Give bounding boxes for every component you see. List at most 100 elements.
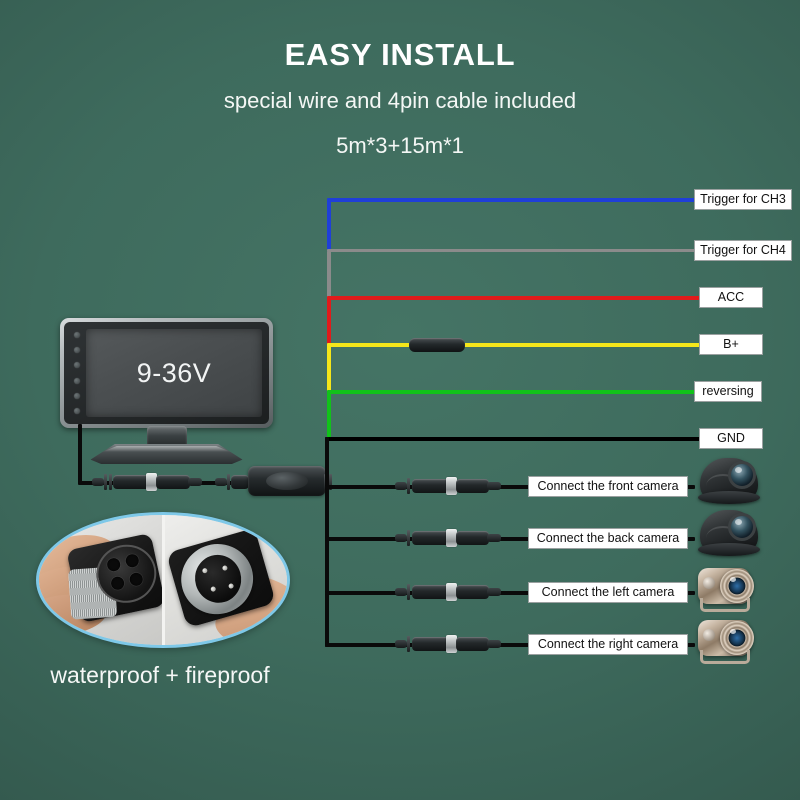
branch-front-line xyxy=(325,485,695,489)
connector-tip-right xyxy=(188,478,202,486)
power-cable-connector-pair xyxy=(92,472,202,492)
camera-left-bracket xyxy=(700,598,750,612)
cable-junction-box xyxy=(248,466,326,496)
branch-front-connector-pair xyxy=(395,476,501,496)
pin-1 xyxy=(201,567,208,574)
feature-caption: waterproof + fireproof xyxy=(50,662,270,688)
monitor-stand-highlight xyxy=(101,446,232,452)
branch-right-connector-pair xyxy=(395,634,501,654)
monitor-stand-base xyxy=(90,444,243,464)
camera-trunk-vertical xyxy=(325,437,329,647)
label-connect-back-camera-text: Connect the back camera xyxy=(536,531,680,546)
camera-right-bracket xyxy=(700,650,750,664)
wire-reversing-vertical xyxy=(327,392,331,440)
connector-rib-a xyxy=(104,474,107,490)
label-acc-text: ACC xyxy=(717,290,745,305)
male-connector-threaded-shell xyxy=(172,535,262,623)
branch-back-tip-right xyxy=(487,534,501,542)
page-title: EASY INSTALL xyxy=(284,37,516,72)
connector-photo-oval xyxy=(36,512,290,648)
monitor-button-source-icon[interactable] xyxy=(74,377,80,384)
connector-barrel-left xyxy=(113,475,151,489)
wire-acc-vertical xyxy=(327,298,331,346)
branch-front-barrel-right xyxy=(456,479,489,493)
branch-left-barrel-left xyxy=(412,585,450,599)
wire-trigger-ch3-horizontal xyxy=(327,198,695,202)
monitor-button-menu-icon[interactable] xyxy=(74,347,80,354)
wire-trigger-ch3-vertical xyxy=(327,200,331,253)
label-connect-left-camera-text: Connect the left camera xyxy=(541,585,675,600)
branch-right-barrel-right xyxy=(456,637,489,651)
subtitle-wire-included: special wire and 4pin cable included xyxy=(223,88,577,113)
camera-left-knob xyxy=(703,577,715,589)
label-trigger-ch3: Trigger for CH3 xyxy=(694,189,792,210)
branch-right-tip-right xyxy=(487,640,501,648)
monitor-button-strip[interactable] xyxy=(71,332,83,414)
subtitle-wire-lengths: 5m*3+15m*1 xyxy=(336,133,464,158)
connector-photo-female xyxy=(39,515,163,645)
label-connect-back-camera: Connect the back camera xyxy=(528,528,688,549)
label-trigger-ch3-text: Trigger for CH3 xyxy=(700,192,786,207)
camera-back-mount-base xyxy=(698,543,760,556)
monitor-button-mode-icon[interactable] xyxy=(74,362,80,369)
monitor-button-power-icon[interactable] xyxy=(74,332,80,338)
junction-inlet-barrel xyxy=(231,475,249,489)
branch-back-barrel-left xyxy=(412,531,450,545)
label-reversing: reversing xyxy=(694,381,762,402)
monitor-screen: 9-36V xyxy=(86,329,262,417)
label-gnd-text: GND xyxy=(717,431,745,446)
socket-hole-2 xyxy=(124,553,140,569)
label-gnd: GND xyxy=(699,428,763,449)
monitor-inner-frame: 9-36V xyxy=(64,322,269,424)
camera-front-mount-base xyxy=(698,491,760,504)
camera-left-lens-icon xyxy=(720,569,754,603)
camera-right-lens-icon xyxy=(720,621,754,655)
monitor-voltage-label: 9-36V xyxy=(136,357,212,388)
branch-left-line xyxy=(325,591,695,595)
branch-left-tip-right xyxy=(487,588,501,596)
branch-left-rib-a xyxy=(407,584,410,600)
monitor-display: 9-36V xyxy=(60,318,273,464)
branch-right-line xyxy=(325,643,695,647)
camera-right-knob xyxy=(703,629,715,641)
monitor-button-down-icon[interactable] xyxy=(74,407,80,414)
branch-back-tip-left xyxy=(395,534,407,542)
label-bplus: B+ xyxy=(699,334,763,355)
branch-front-barrel-left xyxy=(412,479,450,493)
connector-barrel-right xyxy=(156,475,190,489)
branch-left-barrel-right xyxy=(456,585,489,599)
wire-trigger-ch4-vertical xyxy=(327,251,331,299)
branch-right-rib-a xyxy=(407,636,410,652)
connector-rib-b xyxy=(109,474,112,490)
monitor-power-cable-horizontal xyxy=(78,481,328,485)
socket-hole-1 xyxy=(105,556,122,573)
wire-bplus-vertical xyxy=(327,345,331,393)
branch-front-tip-left xyxy=(395,482,407,490)
socket-hole-4 xyxy=(128,571,144,588)
monitor-power-cable-vertical xyxy=(78,424,82,484)
junction-inlet-plug xyxy=(215,472,249,492)
branch-right-coupling-ring xyxy=(446,635,457,653)
branch-front-tip-right xyxy=(487,482,501,490)
label-bplus-text: B+ xyxy=(723,337,739,352)
camera-back-lens-icon xyxy=(728,513,756,541)
branch-back-coupling-ring xyxy=(446,529,457,547)
monitor-button-up-icon[interactable] xyxy=(74,392,80,399)
branch-back-rib-a xyxy=(407,530,410,546)
branch-left-coupling-ring xyxy=(446,583,457,601)
branch-front-rib-a xyxy=(407,478,410,494)
branch-left-tip-left xyxy=(395,588,407,596)
connector-tip-left xyxy=(92,478,104,486)
monitor-stand-neck xyxy=(146,426,187,448)
label-acc: ACC xyxy=(699,287,763,308)
label-trigger-ch4: Trigger for CH4 xyxy=(694,240,792,261)
wire-trigger-ch4-horizontal xyxy=(327,249,695,252)
camera-front-highlight xyxy=(706,474,740,498)
photo-divider xyxy=(161,515,165,645)
wire-reversing-horizontal xyxy=(327,390,695,394)
junction-inlet-tip xyxy=(215,478,227,486)
pin-2 xyxy=(221,564,228,572)
label-connect-right-camera: Connect the right camera xyxy=(528,634,688,655)
pin-4 xyxy=(228,582,235,590)
